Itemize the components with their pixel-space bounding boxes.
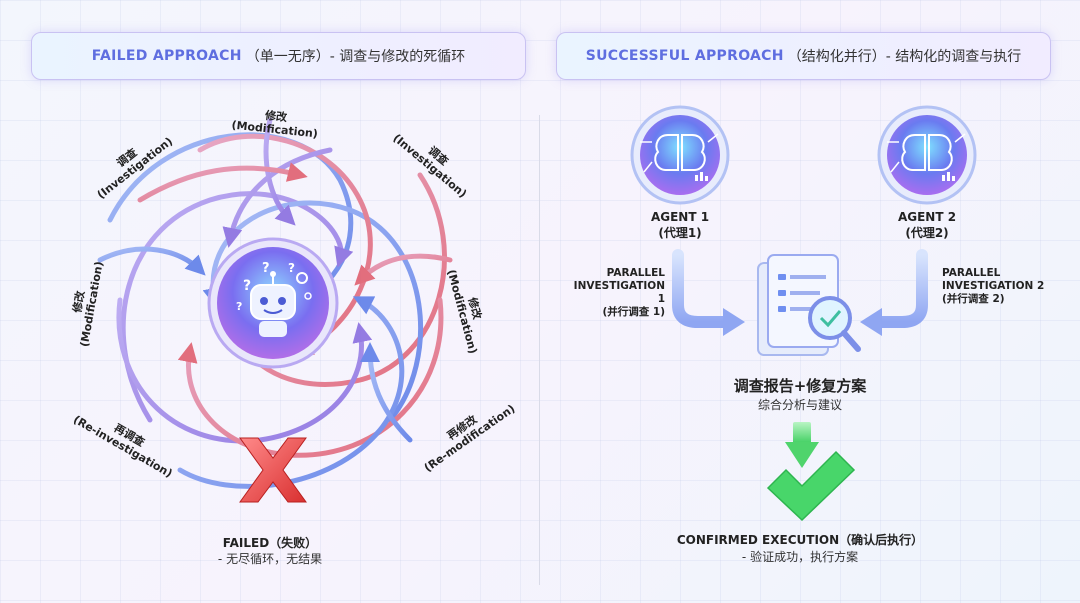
agent1-name: AGENT 1 [650,210,710,224]
failed-subtitle: - 无尽循环，无结果 [217,552,323,566]
chaotic-loop-diagram: ? ? ? ? [97,117,453,503]
agent2-label: AGENT 2 (代理2) [867,209,987,241]
failed-title: FAILED（失败） [222,536,318,550]
failed-header-zh: （单一无序）- 调查与修改的死循环 [245,49,466,65]
svg-text:?: ? [262,261,270,276]
success-header-zh: （结构化并行）- 结构化的调查与执行 [787,49,1022,65]
structured-flow-diagram [630,105,977,522]
checkmark-icon [766,450,856,522]
par1-line3: (并行调查 1) [602,306,665,318]
document-magnifier-icon [757,254,861,356]
svg-text:?: ? [236,300,242,313]
brain-circuit-icon [630,105,730,205]
parallel-investigation-1: PARALLEL INVESTIGATION 1 (并行调查 1) [570,267,665,319]
red-x-icon [239,437,307,503]
par2-line2: INVESTIGATION 2 [942,280,1045,292]
agent1-zh: (代理1) [658,226,702,240]
par2-line1: PARALLEL [942,267,1001,279]
par2-line3: (并行调查 2) [942,293,1005,305]
agent2-zh: (代理2) [905,226,949,240]
panel-divider [539,115,540,585]
robot-icon: ? ? ? ? [207,237,339,369]
confirmed-execution-subtitle: - 验证成功，执行方案 [741,550,859,564]
brain-circuit-icon [877,105,977,205]
confirmed-execution-title: CONFIRMED EXECUTION（确认后执行） [676,533,924,547]
svg-text:?: ? [288,261,295,275]
par1-line2: INVESTIGATION 1 [573,280,665,305]
par1-line1: PARALLEL [606,267,665,279]
agent2-name: AGENT 2 [897,210,957,224]
report-title: 调查报告+修复方案 [733,377,867,395]
svg-text:?: ? [243,278,251,294]
success-header-en: SUCCESSFUL APPROACH [585,48,784,64]
report-subtitle: 综合分析与建议 [757,398,842,412]
parallel-investigation-2: PARALLEL INVESTIGATION 2 (并行调查 2) [942,267,1052,306]
failed-approach-header: FAILED APPROACH （单一无序）- 调查与修改的死循环 [31,32,526,80]
successful-approach-header: SUCCESSFUL APPROACH （结构化并行）- 结构化的调查与执行 [556,32,1051,80]
failed-header-en: FAILED APPROACH [91,48,242,64]
agent1-label: AGENT 1 (代理1) [620,209,740,241]
